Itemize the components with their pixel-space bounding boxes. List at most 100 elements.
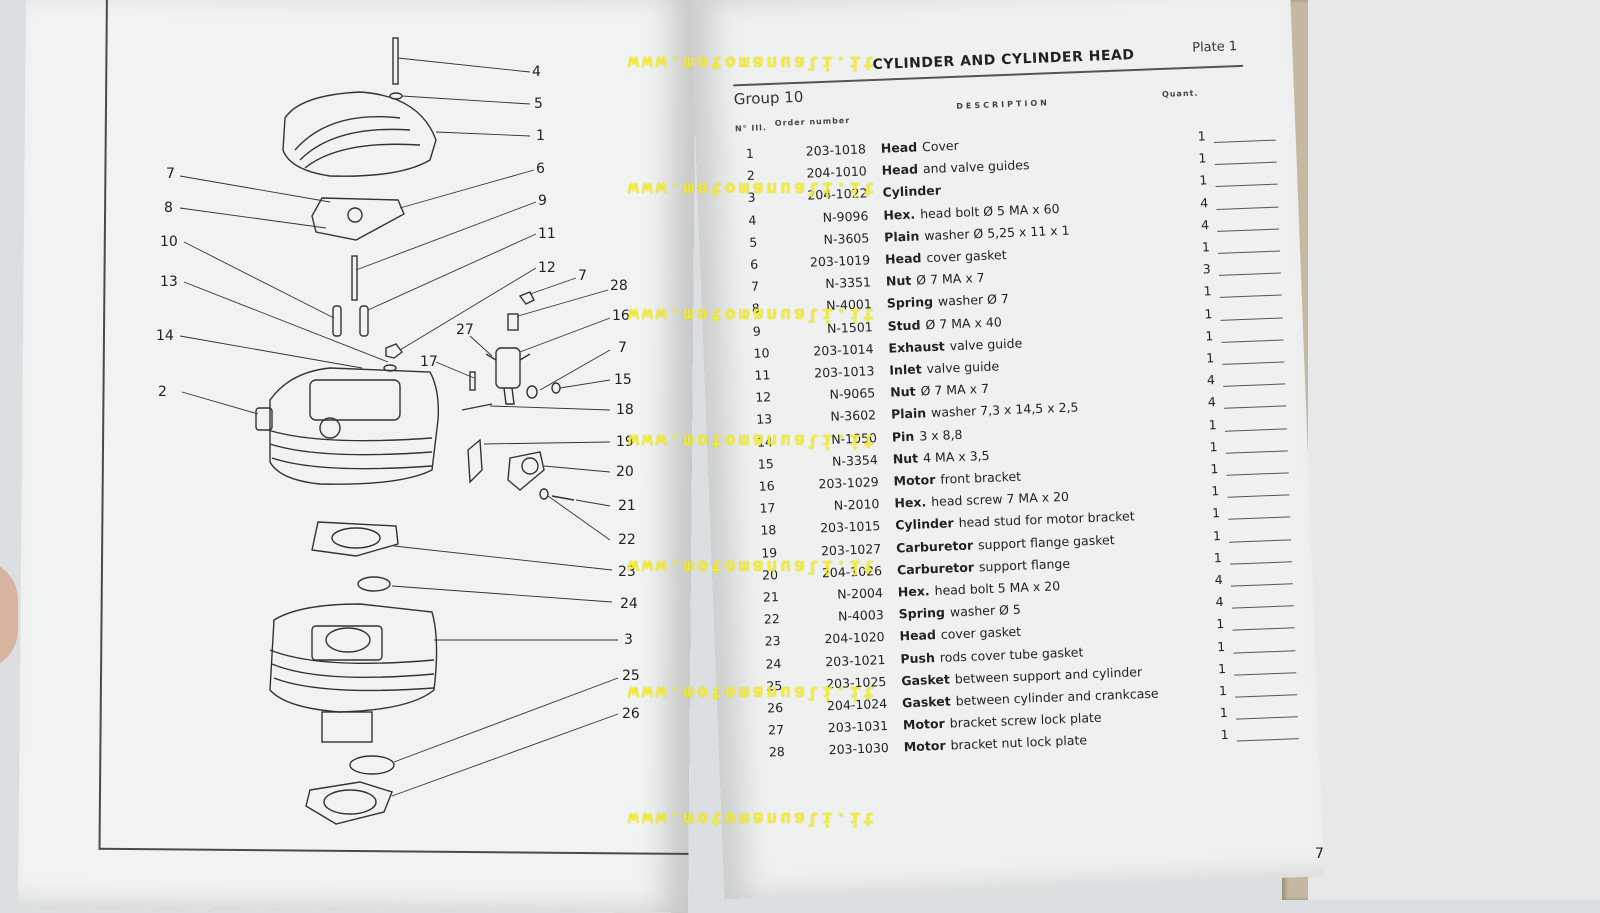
description-rest <box>946 183 947 198</box>
order-number: 203-1030 <box>828 740 890 758</box>
description-rest: Ø 7 MA x 7 <box>920 381 990 399</box>
col-header-order: Order number <box>774 115 851 128</box>
entry-line <box>1213 139 1276 143</box>
callout: 7 <box>618 340 627 356</box>
ill-number: 12 <box>755 389 772 405</box>
entry-line <box>1229 538 1292 543</box>
quantity: 1 <box>1216 638 1226 654</box>
callout: 4 <box>532 64 541 80</box>
order-number: 204-1020 <box>824 629 885 647</box>
callout: 8 <box>164 200 173 216</box>
part-support-gasket <box>349 755 395 775</box>
callout: 19 <box>616 434 634 450</box>
ill-number: 28 <box>768 744 786 760</box>
entry-line <box>1217 228 1280 232</box>
page-number: 7 <box>1315 846 1324 862</box>
ill-number: 10 <box>753 345 770 361</box>
quantity: 1 <box>1199 172 1208 188</box>
order-number: 203-1019 <box>809 252 871 270</box>
entry-line <box>1230 561 1293 565</box>
callout: 1 <box>536 128 545 144</box>
ill-number: 6 <box>749 256 759 272</box>
thumb <box>0 560 18 670</box>
quantity: 1 <box>1210 461 1219 477</box>
callout: 6 <box>536 161 545 177</box>
part-valve-guide-2 <box>359 305 369 337</box>
quantity: 4 <box>1206 372 1216 388</box>
quantity: 1 <box>1220 727 1229 743</box>
description-bold: Carburetor <box>896 559 975 578</box>
entry-line <box>1219 294 1282 299</box>
entry-line <box>1221 339 1284 343</box>
order-number: N-3351 <box>825 274 872 292</box>
quantity: 4 <box>1215 594 1224 610</box>
description-rest: cover gasket <box>940 624 1022 643</box>
ill-number: 4 <box>748 212 757 228</box>
order-number: 203-1015 <box>819 518 881 536</box>
entry-line <box>1214 161 1277 166</box>
watermark: www.motomanuali.it <box>628 556 878 577</box>
watermark: www.motomanuali.it <box>628 304 878 325</box>
part-base-gasket <box>305 781 393 825</box>
ill-number: 13 <box>755 411 773 428</box>
description-bold: Spring <box>898 604 946 622</box>
callout: 2 <box>158 384 167 400</box>
callout: 23 <box>618 564 636 580</box>
ill-number: 21 <box>762 589 780 605</box>
order-number: 203-1029 <box>818 474 879 492</box>
description-bold: Nut <box>885 272 912 289</box>
description-bold: Cylinder <box>882 182 942 201</box>
description-rest: cover gasket <box>926 247 1007 266</box>
description-bold: Spring <box>886 294 934 312</box>
callout: 11 <box>538 226 556 242</box>
entry-line <box>1215 183 1278 188</box>
entry-line <box>1225 450 1288 454</box>
callout: 18 <box>616 402 634 418</box>
description-rest: Ø 7 MA x 7 <box>915 270 985 288</box>
description-bold: Plain <box>890 405 927 422</box>
group-label: Group 10 <box>733 87 804 109</box>
quantity: 1 <box>1203 283 1212 299</box>
watermark: www.motomanuali.it <box>628 178 878 199</box>
description-bold: Exhaust <box>888 338 945 356</box>
ill-number: 1 <box>745 145 755 161</box>
quantity: 4 <box>1207 394 1217 410</box>
callout: 17 <box>420 354 438 370</box>
ill-number: 24 <box>765 655 782 672</box>
callout: 14 <box>156 328 174 344</box>
callout: 12 <box>538 260 556 276</box>
col-header-description: DESCRIPTION <box>956 98 1051 111</box>
entry-line <box>1235 716 1298 720</box>
description-bold: Hex. <box>894 494 927 511</box>
exploded-diagram: 4 5 1 6 7 8 9 10 11 12 7 28 13 16 27 14 … <box>156 37 640 825</box>
quantity: 1 <box>1218 682 1228 699</box>
callout: 16 <box>612 308 630 324</box>
ill-number: 27 <box>767 722 785 738</box>
part-head-cover-gasket <box>311 197 405 241</box>
ill-number: 22 <box>763 611 781 627</box>
quantity: 3 <box>1202 261 1211 277</box>
ill-number: 15 <box>757 455 775 472</box>
quantity: 4 <box>1200 217 1210 233</box>
description-bold: Plain <box>883 228 920 245</box>
entry-line <box>1227 494 1290 498</box>
order-number: N-4003 <box>837 607 885 624</box>
entry-line <box>1218 250 1281 254</box>
col-header-quantity: Quant. <box>1161 88 1199 99</box>
description-rest: 3 x 8,8 <box>918 426 963 444</box>
entry-line <box>1226 472 1289 476</box>
callout: 28 <box>610 278 628 294</box>
quantity: 1 <box>1213 549 1223 566</box>
entry-line <box>1224 405 1287 410</box>
callout: 15 <box>614 372 632 388</box>
ill-number: 7 <box>750 278 760 295</box>
col-header-ill: N° Ill. <box>734 123 768 134</box>
callout: 9 <box>538 193 547 209</box>
description-rest: valve guide <box>926 358 1000 377</box>
part-cylinder <box>269 603 438 713</box>
entry-line <box>1230 583 1293 587</box>
